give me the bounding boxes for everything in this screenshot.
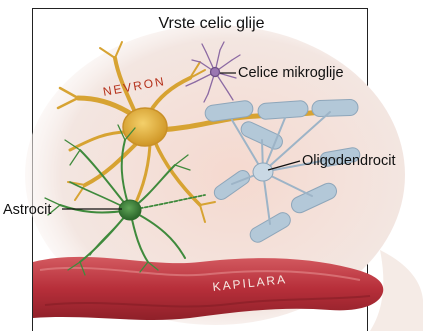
- label-oligodendrocyte: Oligodendrocit: [302, 154, 396, 169]
- label-astrocyte: Astrocit: [3, 203, 51, 218]
- label-microglia: Celice mikroglije: [238, 66, 344, 81]
- capillary: [33, 257, 383, 320]
- diagram-title: Vrste celic glije: [0, 16, 423, 32]
